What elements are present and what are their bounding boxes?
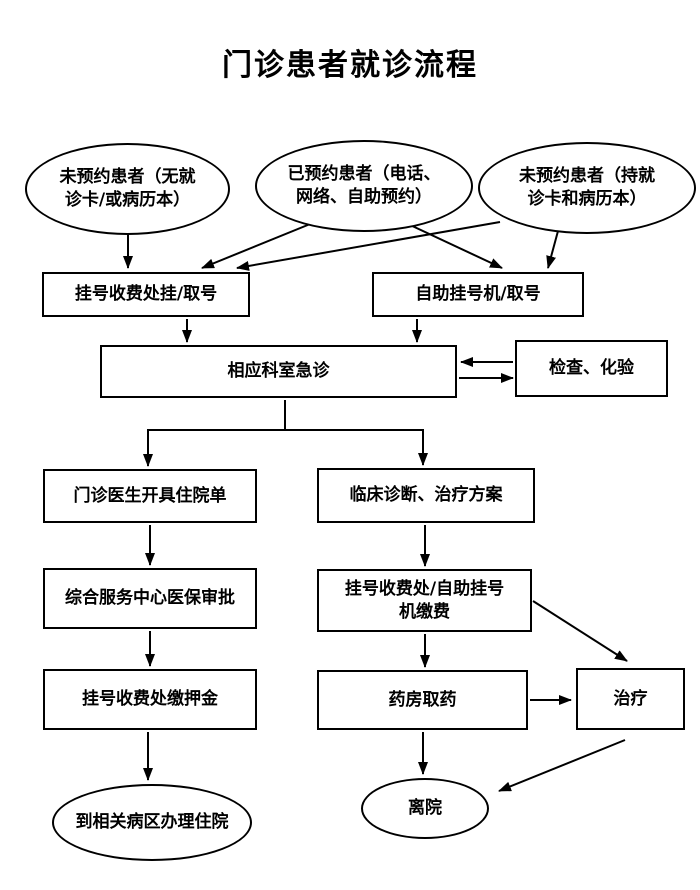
arrow-e3-to-selfmachine [546,230,559,269]
node-payment: 挂号收费处/自助挂号机缴费 [317,569,532,632]
node-label: 未预约患者（持就诊卡和病历本） [519,166,655,209]
node-self-service-machine: 自助挂号机/取号 [372,272,584,317]
node-label: 药房取药 [388,689,457,710]
page-title: 门诊患者就诊流程 [222,48,478,83]
arrow-e2-to-selfmachine [407,223,503,269]
node-leave-hospital: 离院 [361,778,489,839]
node-tests-lab: 检查、化验 [515,340,668,397]
node-label: 挂号收费处挂/取号 [74,284,218,305]
node-label: 门诊医生开具住院单 [73,485,227,506]
node-label: 检查、化验 [549,358,634,379]
node-department-visit: 相应科室急诊 [100,345,457,398]
node-admission-order: 门诊医生开具住院单 [43,469,257,523]
branch-split-line [148,400,423,431]
node-label: 治疗 [613,688,648,709]
node-insurance-approval: 综合服务中心医保审批 [43,568,257,629]
node-label: 离院 [408,798,442,819]
node-label: 到相关病区办理住院 [75,812,229,833]
node-label: 挂号收费处/自助挂号机缴费 [344,578,505,622]
node-label: 已预约患者（电话、网络、自助预约） [287,164,441,207]
node-pharmacy: 药房取药 [317,670,528,730]
node-label: 挂号收费处缴押金 [82,689,218,710]
node-register-window: 挂号收费处挂/取号 [42,272,250,317]
node-diagnosis-plan: 临床诊断、治疗方案 [317,468,535,523]
arrow-e3-to-register [236,221,501,271]
arrow-treatment-to-leave [498,739,626,792]
node-start-no-appointment-with-card: 未预约患者（持就诊卡和病历本） [478,142,696,234]
node-treatment: 治疗 [576,668,685,730]
arrow-payment-to-treatment [532,600,628,662]
node-label: 相应科室急诊 [227,361,330,382]
node-label: 综合服务中心医保审批 [65,588,235,609]
node-admit-ward: 到相关病区办理住院 [52,784,252,861]
node-label: 自助挂号机/取号 [415,284,541,305]
node-start-appointed: 已预约患者（电话、网络、自助预约） [255,140,473,232]
node-pay-deposit: 挂号收费处缴押金 [43,669,257,730]
node-label: 未预约患者（无就诊卡/或病历本） [59,167,196,210]
node-label: 临床诊断、治疗方案 [349,485,503,506]
arrow-e2-to-register [201,219,321,269]
node-start-no-appointment-no-card: 未预约患者（无就诊卡/或病历本） [25,143,230,235]
